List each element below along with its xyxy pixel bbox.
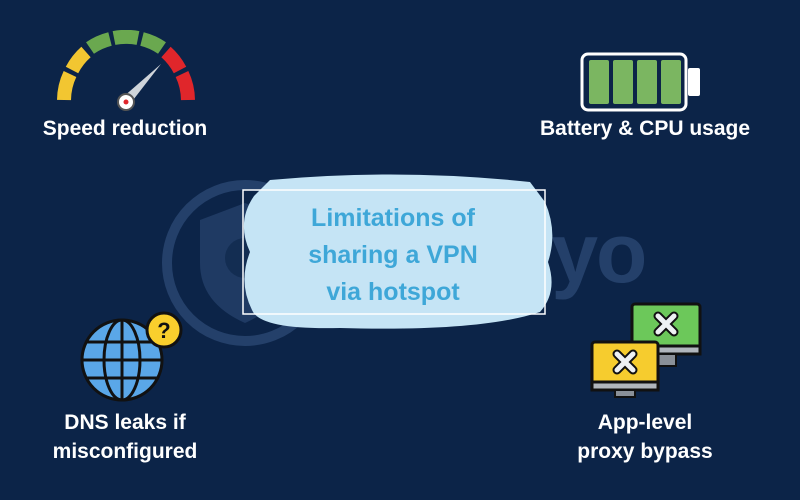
battery-icon	[580, 52, 700, 112]
globe-question-icon: ?	[80, 311, 183, 402]
proxy-line-2: proxy bypass	[577, 440, 713, 463]
title-line-2: sharing a VPN	[308, 241, 478, 269]
title-line-3: via hotspot	[326, 278, 460, 306]
dns-line-2: misconfigured	[52, 440, 198, 463]
item-label-dns: DNS leaks if misconfigured	[20, 408, 230, 466]
speedometer-icon	[57, 30, 195, 111]
item-label-battery: Battery & CPU usage	[539, 117, 751, 140]
title-line-1: Limitations of	[311, 204, 475, 232]
item-label-proxy: App-level proxy bypass	[545, 408, 745, 466]
proxy-line-1: App-level	[597, 411, 693, 434]
svg-text:?: ?	[157, 318, 170, 343]
item-label-speed: Speed reduction	[42, 117, 208, 140]
title-brush-background	[242, 174, 553, 329]
dns-line-1: DNS leaks if	[64, 411, 186, 434]
monitors-x-icon	[590, 302, 702, 398]
page-title: Limitations of sharing a VPN via hotspot	[242, 200, 544, 311]
